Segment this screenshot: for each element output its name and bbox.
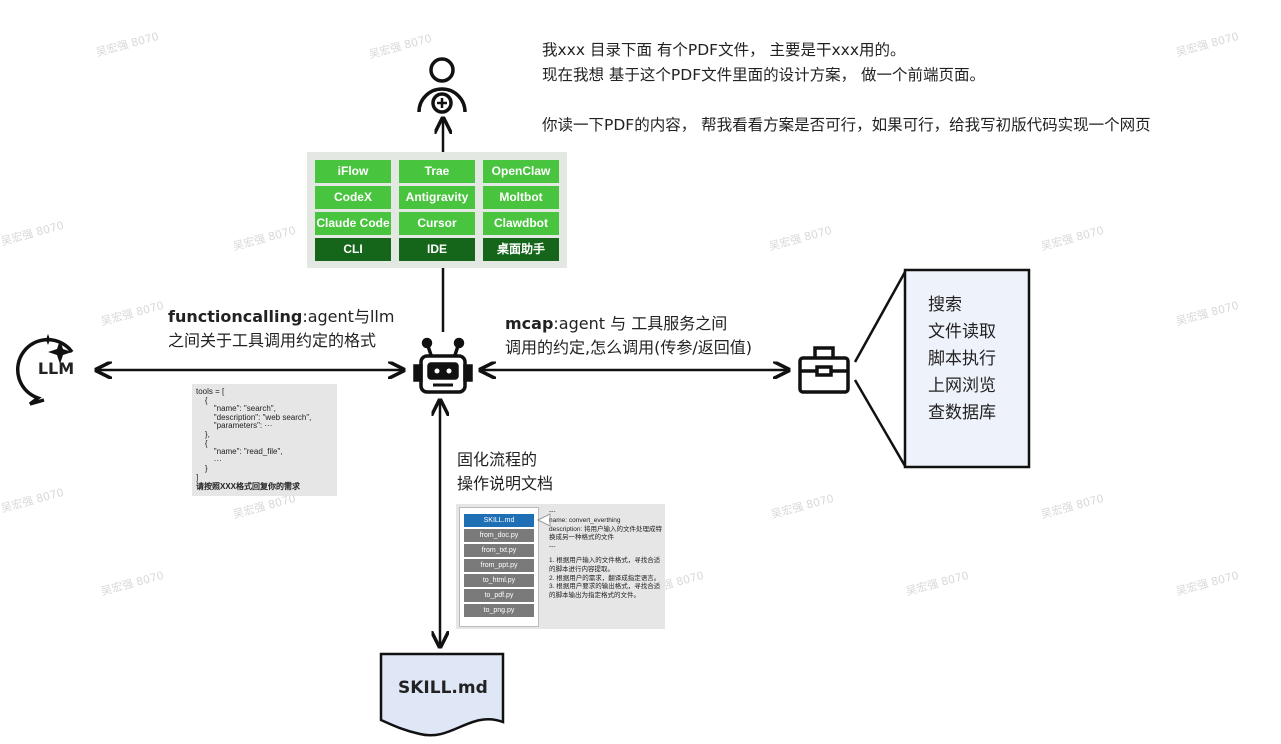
robot-icon — [413, 337, 473, 394]
desc-line: 3. 根据用户要求的输出格式，寻找合适 — [549, 583, 661, 591]
desc-line: 的脚本输出为指定格式的文件。 — [549, 592, 640, 600]
tool-service-item: 脚本执行 — [928, 349, 996, 369]
tools-column-ide: Trae Antigravity Cursor IDE — [399, 160, 475, 261]
file-item[interactable]: from_doc.py — [464, 529, 534, 542]
tool-service-box — [903, 268, 1031, 469]
functioncalling-desc: :agent与llm — [302, 307, 395, 326]
tool-category-cell: IDE — [399, 238, 475, 261]
desc-line: description: 将用户输入的文件处理成特 — [549, 525, 663, 533]
prompt-line: 我xxx 目录下面 有个PDF文件， 主要是干xxx用的。 — [542, 41, 906, 59]
skill-md-content: --- name: convert_everthing description:… — [549, 508, 663, 601]
toolbox-fan-lines — [853, 271, 907, 467]
code-line: ] — [196, 472, 199, 482]
tool-cell: Antigravity — [399, 186, 475, 209]
tool-cell: Clawdbot — [483, 212, 559, 235]
tool-cell: CodeX — [315, 186, 391, 209]
tool-service-item: 搜索 — [928, 295, 962, 315]
code-line: "name": "search", — [196, 404, 276, 414]
code-line: ··· — [196, 455, 222, 465]
skill-label-line: 固化流程的 — [457, 450, 538, 469]
desc-line: --- — [549, 508, 556, 515]
desc-line: 换成另一种格式的文件 — [549, 534, 614, 542]
desc-line: 1. 根据用户输入的文件格式，寻找合适 — [549, 556, 661, 564]
document-icon — [379, 652, 505, 737]
desc-line: 的脚本进行内容提取。 — [549, 565, 614, 573]
tool-cell: iFlow — [315, 160, 391, 183]
code-line: "description": "web search", — [196, 412, 312, 422]
desc-line: name: convert_everthing — [549, 516, 621, 524]
tool-service-item: 文件读取 — [928, 322, 996, 342]
code-line: } — [196, 464, 208, 474]
user-prompt: 我xxx 目录下面 有个PDF文件， 主要是干xxx用的。 现在我想 基于这个P… — [542, 38, 1151, 138]
tool-cell: OpenClaw — [483, 160, 559, 183]
tool-service-item: 上网浏览 — [928, 376, 996, 396]
tool-category-cell: CLI — [315, 238, 391, 261]
code-line: "name": "read_file", — [196, 447, 283, 457]
mcap-desc-line2: 调用的约定,怎么调用(传参/返回值) — [505, 338, 752, 357]
skill-panel: SKILL.md from_doc.py from_txt.py from_pp… — [456, 504, 665, 629]
prompt-line: 你读一下PDF的内容， 帮我看看方案是否可行，如果可行，给我写初版代码实现一个网… — [542, 116, 1151, 134]
file-item[interactable]: to_png.py — [464, 604, 534, 617]
llm-sparkle-icon — [15, 334, 74, 406]
file-item[interactable]: to_pdf.py — [464, 589, 534, 602]
tool-cell: Trae — [399, 160, 475, 183]
code-line: "parameters": ··· — [196, 421, 273, 431]
desc-line: --- — [549, 543, 556, 551]
tool-category-cell: 桌面助手 — [483, 238, 559, 261]
file-item[interactable]: SKILL.md — [464, 514, 534, 527]
skill-description-label: 固化流程的 操作说明文档 — [457, 448, 553, 496]
tools-column-cli: iFlow CodeX Claude Code CLI — [315, 160, 391, 261]
skill-doc-label: SKILL.md — [398, 678, 488, 698]
toolbox-icon — [798, 346, 850, 394]
tool-cell: Cursor — [399, 212, 475, 235]
code-line: tools = [ — [196, 387, 225, 396]
agent-tools-grid: iFlow CodeX Claude Code CLI Trae Antigra… — [307, 152, 567, 268]
code-line: { — [196, 395, 208, 405]
file-item[interactable]: to_html.py — [464, 574, 534, 587]
file-item[interactable]: from_ppt.py — [464, 559, 534, 572]
functioncalling-label: functioncalling:agent与llm 之间关于工具调用约定的格式 — [168, 305, 394, 353]
mcap-desc: :agent 与 工具服务之间 — [553, 314, 728, 333]
skill-label-line: 操作说明文档 — [457, 474, 554, 493]
tools-code-sample: tools = [ { "name": "search", "descripti… — [192, 384, 337, 496]
user-plus-icon — [417, 57, 467, 114]
prompt-line: 现在我想 基于这个PDF文件里面的设计方案， 做一个前端页面。 — [542, 66, 986, 84]
callout-pointer — [536, 513, 551, 527]
code-line: { — [196, 438, 208, 448]
functioncalling-term: functioncalling — [168, 307, 303, 326]
functioncalling-desc-line2: 之间关于工具调用约定的格式 — [168, 331, 377, 350]
desc-line: 2. 根据用户的需求，翻译成指定语言。 — [549, 574, 661, 582]
code-line: }, — [196, 429, 210, 439]
prompt-line — [542, 88, 1151, 113]
mcap-label: mcap:agent 与 工具服务之间 调用的约定,怎么调用(传参/返回值) — [505, 312, 752, 360]
llm-label: LLM — [37, 359, 75, 378]
code-note: 请按照XXX格式回复你的需求 — [196, 481, 301, 491]
skill-file-list: SKILL.md from_doc.py from_txt.py from_pp… — [459, 507, 539, 627]
tool-service-item: 查数据库 — [928, 403, 996, 423]
file-item[interactable]: from_txt.py — [464, 544, 534, 557]
mcap-term: mcap — [505, 314, 554, 333]
tool-service-list: 搜索 文件读取 脚本执行 上网浏览 查数据库 — [928, 292, 996, 427]
tools-column-desktop: OpenClaw Moltbot Clawdbot 桌面助手 — [483, 160, 559, 261]
tool-cell: Claude Code — [315, 212, 391, 235]
tool-cell: Moltbot — [483, 186, 559, 209]
